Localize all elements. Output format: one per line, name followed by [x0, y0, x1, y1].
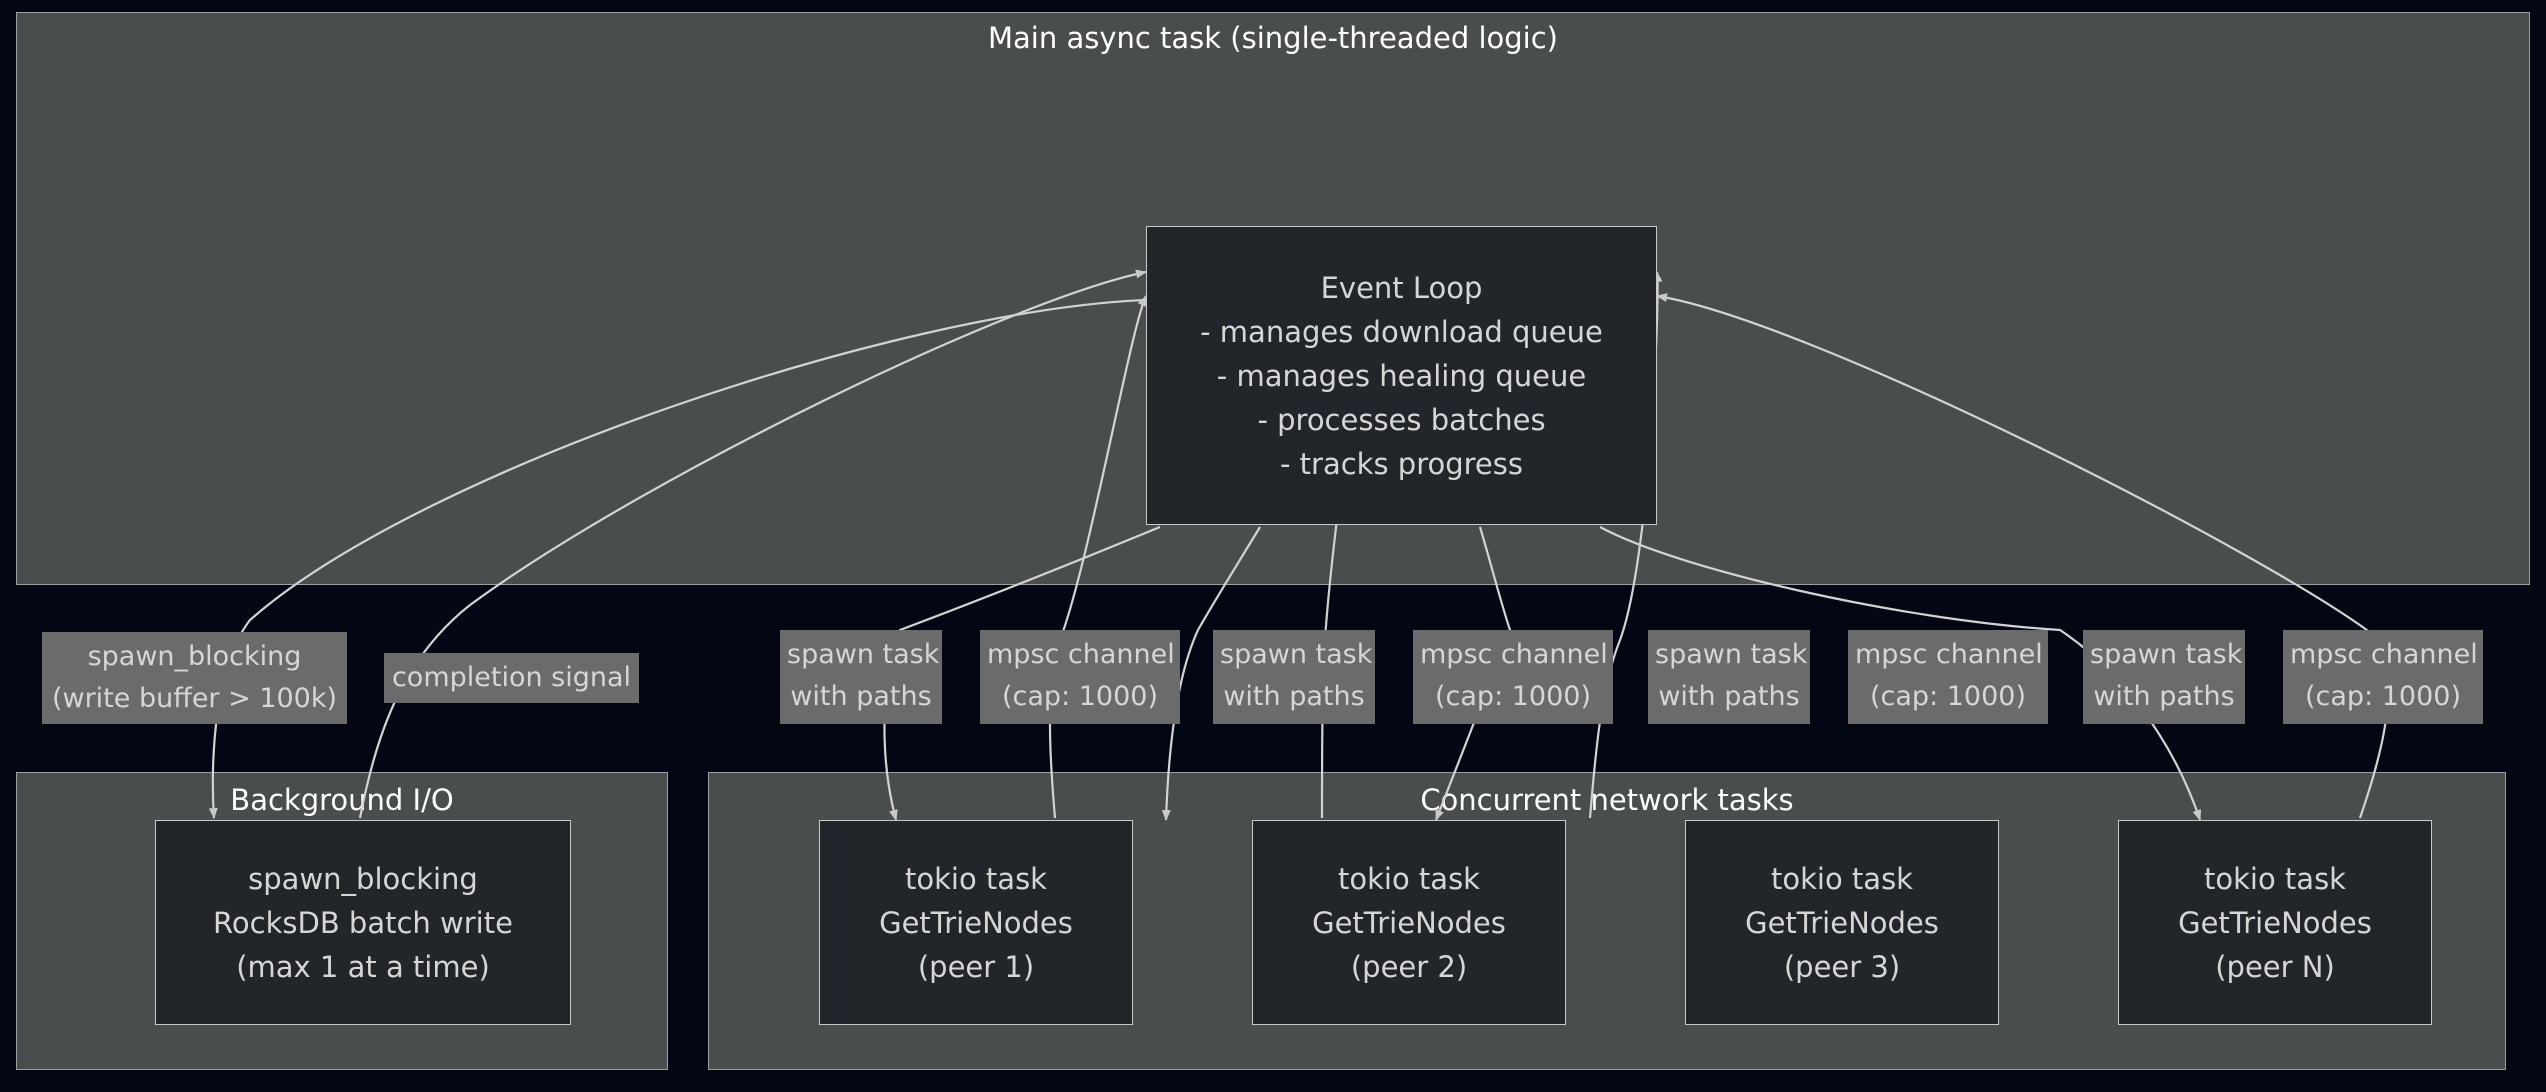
edge-label-spawn-task-3: spawn task with paths	[1648, 630, 1810, 724]
node-event-loop[interactable]: Event Loop - manages download queue - ma…	[1146, 226, 1657, 525]
cluster-main-title: Main async task (single-threaded logic)	[988, 21, 1558, 55]
edge-label-mpsc-channel-1: mpsc channel (cap: 1000)	[980, 630, 1180, 724]
edge-label-spawn-blocking-write: spawn_blocking (write buffer > 100k)	[42, 632, 347, 724]
cluster-network-title: Concurrent network tasks	[1420, 783, 1794, 817]
node-tokio-task-peer-1[interactable]: tokio task GetTrieNodes (peer 1)	[819, 820, 1133, 1025]
edge-label-completion-signal: completion signal	[384, 653, 639, 703]
edge-label-spawn-task-2: spawn task with paths	[1213, 630, 1375, 724]
cluster-background-io-title: Background I/O	[230, 783, 454, 817]
edge-label-mpsc-channel-n: mpsc channel (cap: 1000)	[2283, 630, 2483, 724]
edge-label-spawn-task-n: spawn task with paths	[2083, 630, 2245, 724]
node-tokio-task-peer-n[interactable]: tokio task GetTrieNodes (peer N)	[2118, 820, 2432, 1025]
node-tokio-task-peer-2[interactable]: tokio task GetTrieNodes (peer 2)	[1252, 820, 1566, 1025]
node-rocksdb-batch-write[interactable]: spawn_blocking RocksDB batch write (max …	[155, 820, 571, 1025]
edge-label-mpsc-channel-2: mpsc channel (cap: 1000)	[1413, 630, 1613, 724]
node-tokio-task-peer-3[interactable]: tokio task GetTrieNodes (peer 3)	[1685, 820, 1999, 1025]
edge-label-spawn-task-1: spawn task with paths	[780, 630, 942, 724]
edge-label-mpsc-channel-3: mpsc channel (cap: 1000)	[1848, 630, 2048, 724]
